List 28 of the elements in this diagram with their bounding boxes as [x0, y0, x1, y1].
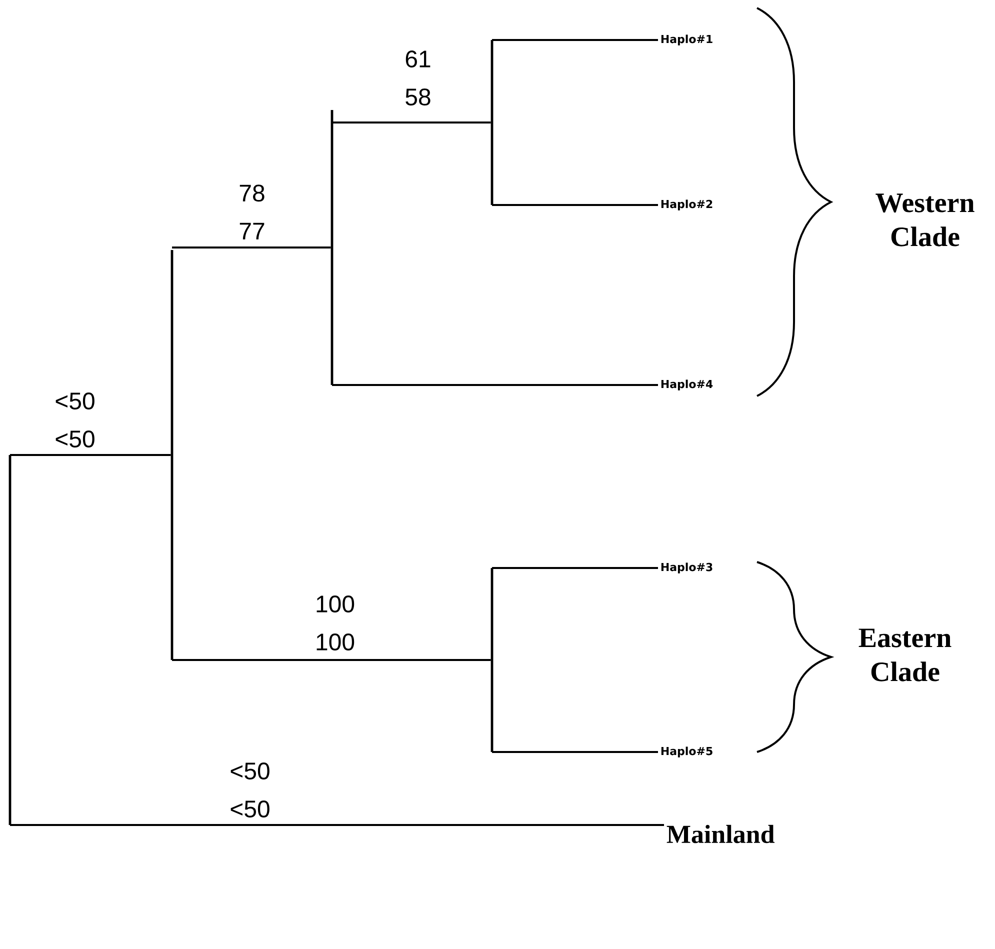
branch-line	[332, 122, 491, 124]
branch-line	[332, 384, 658, 386]
branch-node	[490, 566, 494, 754]
branch-node	[170, 248, 174, 662]
branch-node	[330, 108, 334, 386]
branch-node	[8, 454, 12, 826]
taxon-label: Mainland	[666, 824, 774, 844]
branch-line	[172, 246, 331, 248]
bootstrap-value: <50 <50	[56, 392, 94, 448]
bootstrap-value: 61 58	[406, 50, 430, 106]
branch-line	[10, 454, 171, 456]
branch-line	[492, 39, 658, 41]
bootstrap-value: 78 77	[240, 184, 264, 240]
taxon-label: Haplo#4	[661, 380, 713, 390]
clade-label: Western Clade	[876, 194, 974, 246]
branch-line	[492, 751, 658, 753]
branch-line	[10, 824, 664, 826]
branch-node	[490, 38, 494, 206]
taxon-label: Haplo#3	[661, 562, 712, 574]
branch-line	[492, 204, 658, 206]
branch-line	[172, 659, 491, 661]
taxon-label: Haplo#1	[661, 34, 712, 46]
bootstrap-value: <50 <50	[230, 762, 270, 818]
bootstrap-value: 100 100	[316, 596, 354, 650]
taxon-label: Haplo#2	[661, 200, 712, 210]
clade-label: Eastern Clade	[858, 628, 952, 682]
branch-line	[492, 567, 658, 569]
taxon-label: Haplo#5	[661, 746, 712, 758]
